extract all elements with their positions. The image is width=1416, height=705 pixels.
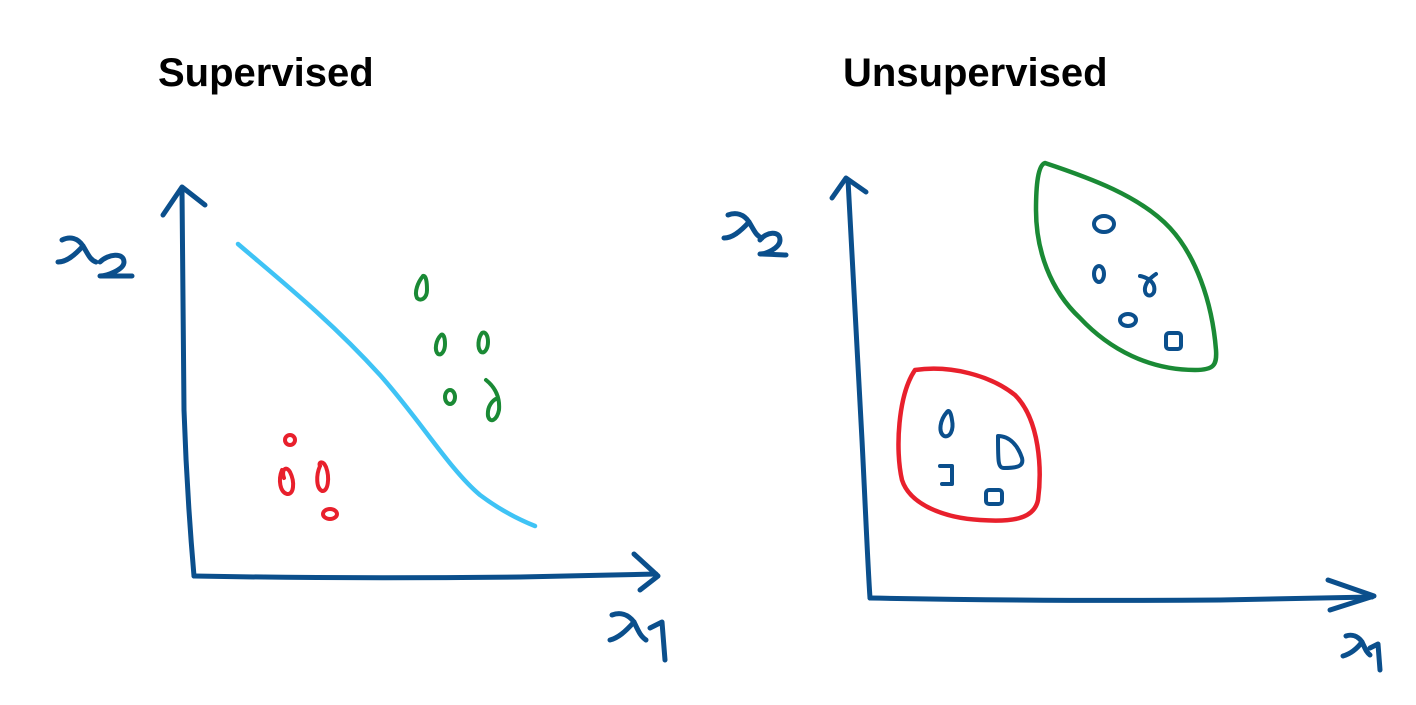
class-a-point: [277, 466, 296, 496]
class-a-points: [277, 433, 339, 521]
unsupervised-x-axis-arrowhead: [1325, 577, 1377, 613]
class-b-point: [413, 273, 429, 302]
class-b-point: [443, 388, 457, 406]
unsupervised-x2-label-glyph: [721, 211, 789, 258]
unsupervised-panel: [721, 160, 1383, 673]
unsupervised-y-axis-label: x2: [726, 212, 727, 214]
class-b-point: [484, 378, 502, 423]
class-b-point: [476, 330, 490, 355]
unlabeled-point: [938, 409, 955, 439]
supervised-x-axis-arrowhead: [631, 551, 661, 593]
cluster-a-boundary: [896, 366, 1042, 523]
supervised-y-axis-label: x2: [60, 238, 61, 240]
unlabeled-points-lower: [938, 409, 1025, 506]
unlabeled-point: [984, 488, 1004, 506]
unsupervised-x-axis-label: x1: [1345, 634, 1346, 636]
supervised-y-axis-arrowhead: [160, 184, 208, 218]
supervised-x-axis-label: x1: [612, 610, 613, 612]
class-b-points: [413, 273, 502, 423]
class-a-point: [283, 433, 297, 447]
supervised-x1-label-glyph: [607, 611, 668, 663]
unlabeled-point: [1138, 272, 1158, 298]
supervised-panel: [55, 184, 668, 663]
unlabeled-points-upper: [1092, 214, 1183, 351]
supervised-x2-label-glyph: [55, 235, 135, 279]
unsupervised-x1-label-glyph: [1340, 632, 1383, 673]
decision-boundary-line: [235, 241, 538, 529]
class-a-point: [321, 507, 339, 521]
supervised-y-axis: [179, 187, 197, 579]
cluster-b-boundary: [1033, 160, 1219, 373]
class-a-point: [315, 460, 331, 493]
unlabeled-point: [1118, 312, 1138, 328]
unlabeled-point: [1164, 331, 1183, 351]
unlabeled-point: [996, 434, 1025, 470]
unsupervised-axes: [829, 175, 1377, 613]
supervised-axes: [160, 184, 661, 593]
supervised-title: Supervised: [158, 51, 374, 95]
supervised-x-axis: [191, 571, 659, 581]
unsupervised-title: Unsupervised: [843, 51, 1108, 95]
unsupervised-y-axis-arrowhead: [829, 175, 869, 201]
unsupervised-x-axis: [867, 594, 1375, 603]
unlabeled-point: [1092, 264, 1106, 284]
unlabeled-point: [1092, 214, 1116, 234]
class-b-point: [433, 332, 447, 357]
unsupervised-y-axis: [845, 177, 873, 601]
unlabeled-point: [938, 464, 954, 486]
